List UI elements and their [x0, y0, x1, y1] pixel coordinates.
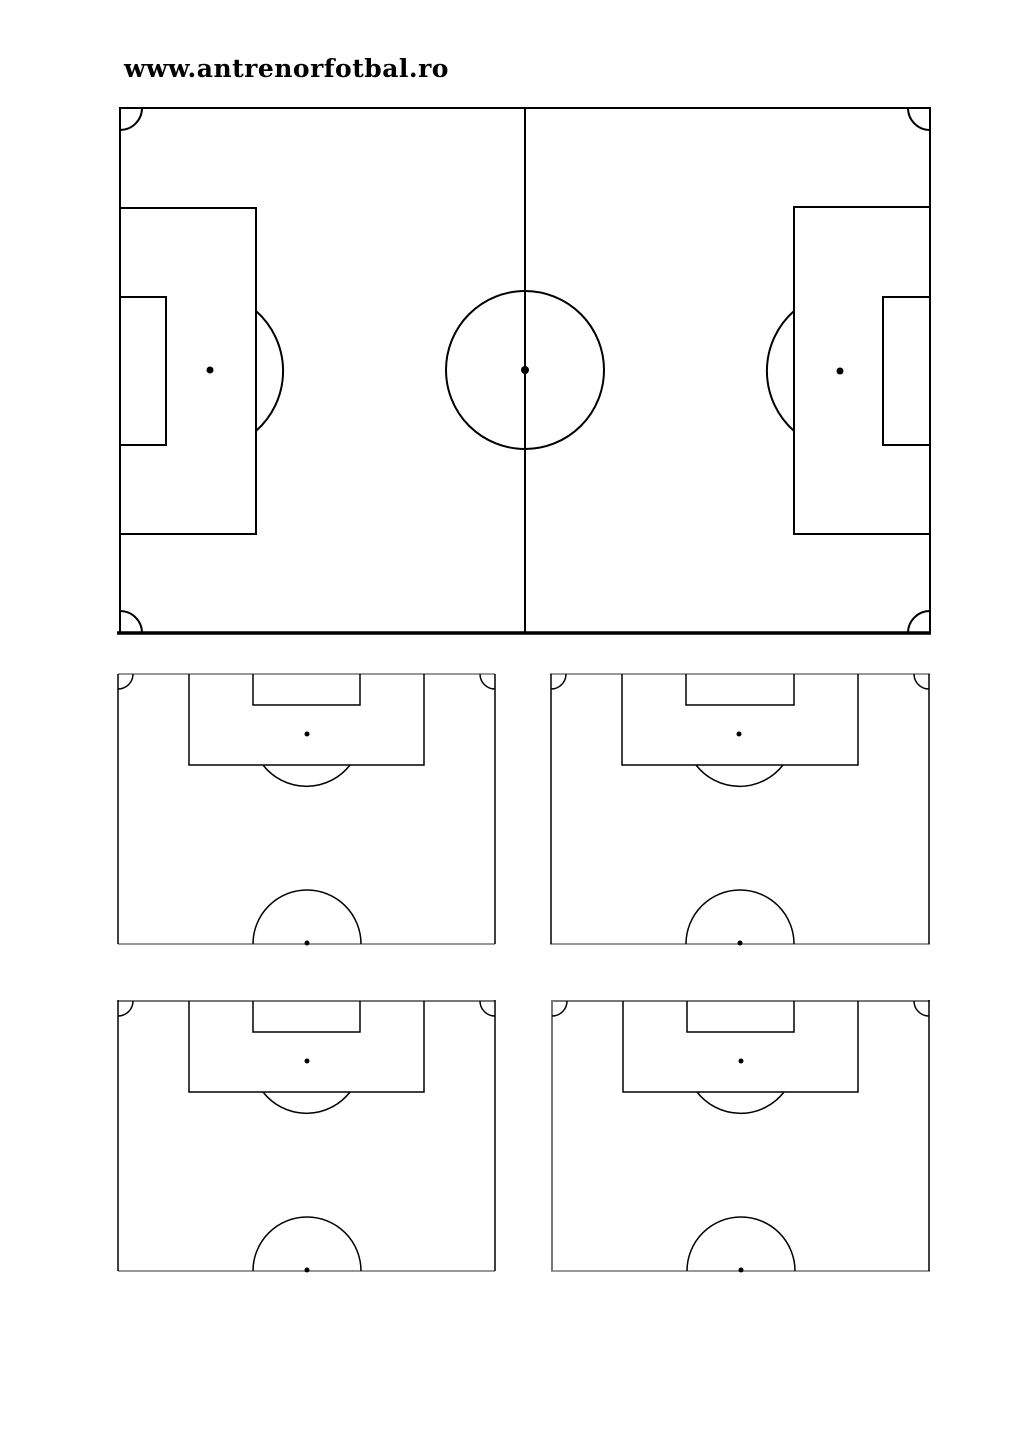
corner-arc-bottom-right: [907, 610, 931, 634]
penalty-area: [622, 1001, 859, 1093]
penalty-spot: [738, 1058, 744, 1064]
center-spot: [304, 940, 310, 946]
center-spot: [304, 1267, 310, 1273]
corner-arc-top-right: [907, 107, 931, 131]
center-circle: [445, 290, 605, 450]
corner-arc-right: [479, 673, 496, 690]
penalty-arc: [262, 764, 351, 788]
corner-arc-right: [479, 1000, 496, 1017]
center-circle-half: [686, 1216, 796, 1272]
center-spot: [521, 366, 529, 374]
site-title: www.antrenorfotbal.ro: [124, 54, 449, 83]
corner-arc-bottom-left: [119, 610, 143, 634]
goal-area: [252, 1001, 361, 1033]
half-pitch-4: [551, 1000, 930, 1273]
corner-arc-left: [117, 673, 134, 690]
penalty-spot: [304, 1058, 310, 1064]
full-pitch: [117, 107, 931, 635]
penalty-arc: [695, 764, 784, 788]
corner-arc-left: [117, 1000, 134, 1017]
penalty-arc-right: [765, 310, 795, 432]
penalty-area: [188, 674, 425, 766]
penalty-area-right: [793, 206, 930, 535]
penalty-spot: [304, 731, 310, 737]
corner-arc-right: [913, 673, 930, 690]
penalty-spot-right: [836, 367, 844, 375]
center-spot: [738, 1267, 744, 1273]
penalty-area: [188, 1001, 425, 1093]
corner-arc-right: [913, 1000, 930, 1017]
center-circle-half: [252, 889, 362, 945]
half-pitch-3: [117, 1000, 496, 1273]
half-pitch-1: [117, 673, 496, 946]
penalty-spot: [736, 731, 742, 737]
goal-area: [685, 674, 795, 706]
center-spot: [737, 940, 743, 946]
goal-area: [686, 1001, 795, 1033]
goal-area: [252, 674, 361, 706]
penalty-arc-left: [255, 310, 285, 432]
penalty-spot-left: [206, 366, 214, 374]
penalty-area: [621, 674, 859, 766]
penalty-arc: [696, 1091, 785, 1115]
center-circle-half: [685, 889, 795, 945]
goal-area-left: [120, 296, 167, 446]
corner-arc-left: [551, 1000, 568, 1017]
center-circle-half: [252, 1216, 362, 1272]
corner-arc-left: [550, 673, 567, 690]
goal-area-right: [882, 296, 930, 446]
corner-arc-top-left: [119, 107, 143, 131]
penalty-arc: [262, 1091, 351, 1115]
half-pitch-2: [550, 673, 930, 946]
penalty-area-left: [120, 207, 257, 535]
